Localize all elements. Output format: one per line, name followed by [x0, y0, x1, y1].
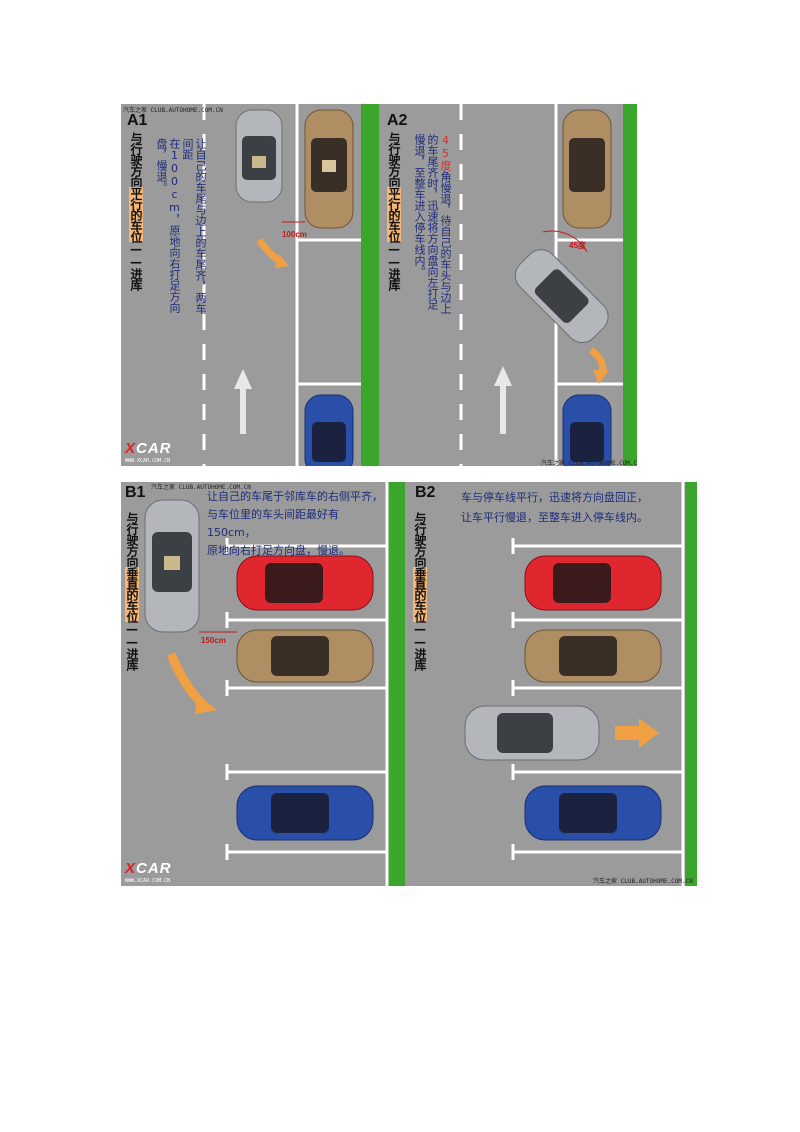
xcar-logo: XCAR [125, 860, 172, 877]
blue-car [304, 394, 354, 466]
right-arrow-icon [615, 718, 659, 748]
perpendicular-parking-road [393, 482, 697, 886]
distance-label: 150cm [201, 636, 226, 645]
silver-car [464, 705, 600, 761]
watermark: 汽车之家 CLUB.AUTOHOME.COM.CN [151, 484, 251, 491]
panel-label: B1 [125, 484, 146, 501]
panel-title: 与行驶方向垂直的车位——进库 [413, 512, 427, 670]
parallel-parking-road [121, 104, 365, 466]
xcar-logo: XCAR [125, 440, 172, 457]
tan-car [524, 629, 662, 683]
perpendicular-parking-road [121, 482, 393, 886]
red-car [524, 555, 662, 611]
watermark: 汽车之家 CLUB.AUTOHOME.COM.CN [541, 460, 637, 466]
watermark: 汽车之家 CLUB.AUTOHOME.COM.CN [593, 878, 693, 885]
panel-a1: A1 与行驶方向平行的车位——进库 让自己的车尾与边上的车尾齐，两车间距在100… [121, 104, 365, 466]
blue-car [562, 394, 612, 466]
instruction-text: 让自己的车尾于邻库车的右侧平齐， 与车位里的车头间距最好有 150cm， 原地向… [207, 490, 383, 557]
panel-label: A1 [127, 112, 148, 129]
tan-car [562, 109, 612, 229]
instruction-text: 45度角慢退，待自己的车头与边上的车尾齐时，迅速将方向盘向左打足慢退，至整车进入… [413, 134, 452, 314]
panel-title: 与行驶方向平行的车位——进库 [387, 132, 401, 290]
instruction-text: 让自己的车尾与边上的车尾齐，两车间距在100cm，原地向右打足方向盘，慢退。 [155, 138, 207, 314]
silver-car [235, 109, 283, 203]
panel-title: 与行驶方向垂直的车位——进库 [125, 512, 139, 670]
panel-b2: B2 与行驶方向垂直的车位——进库 车与停车线平行，迅速将方向盘回正， 让车平行… [393, 482, 697, 886]
red-car [236, 555, 374, 611]
panel-b1: B1 与行驶方向垂直的车位——进库 让自己的车尾于邻库车的右侧平齐， 与车位里的… [121, 482, 393, 886]
logo-url: WWW.XCAR.COM.CN [125, 878, 171, 884]
tan-car [236, 629, 374, 683]
blue-car [524, 785, 662, 841]
parallel-parking-road [365, 104, 637, 466]
tan-car [304, 109, 354, 229]
panel-label: A2 [387, 112, 408, 129]
silver-car [514, 249, 609, 344]
angle-label: 45度 [569, 241, 586, 250]
silver-car [144, 499, 200, 633]
panel-title: 与行驶方向平行的车位——进库 [129, 132, 143, 290]
watermark: 汽车之家 CLUB.AUTOHOME.COM.CN [123, 107, 223, 114]
logo-url: WWW.XCAR.COM.CN [125, 458, 171, 464]
blue-car [236, 785, 374, 841]
instruction-text: 车与停车线平行，迅速将方向盘回正， 让车平行慢退，至整车进入停车线内。 [461, 491, 648, 524]
distance-label: 100cm [282, 230, 307, 239]
panel-label: B2 [415, 484, 436, 501]
panel-a2: A2 与行驶方向平行的车位——进库 45度角慢退，待自己的车头与边上的车尾齐时，… [365, 104, 637, 466]
